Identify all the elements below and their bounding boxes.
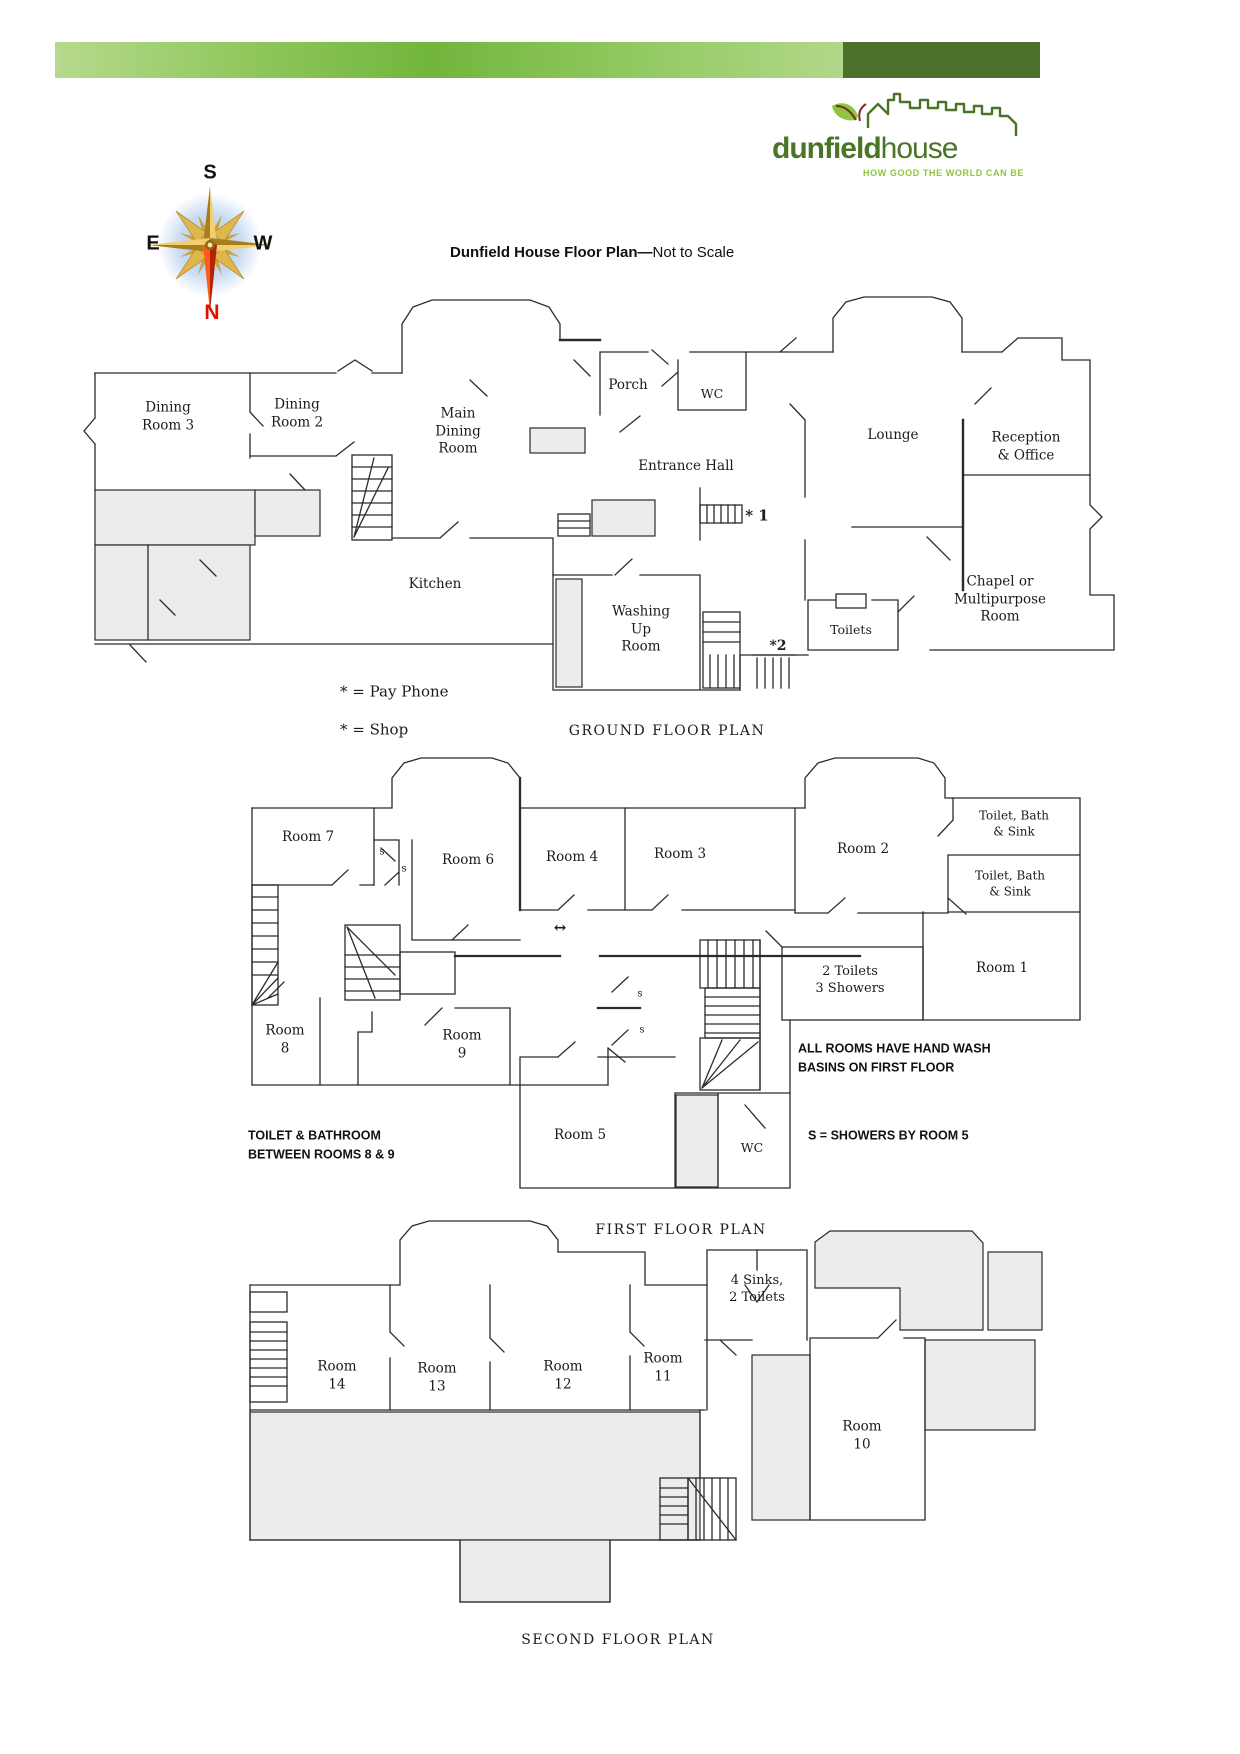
- compass-label-west: W: [253, 232, 273, 255]
- label-ground-floor-plan-title: GROUND FLOOR PLAN: [568, 722, 766, 739]
- brand-name-light: house: [880, 132, 959, 165]
- brand-name-bold: dunfield: [772, 132, 882, 165]
- second-floor-plan-drawing: [249, 1220, 1043, 1603]
- brand-name: dunfieldhouse: [772, 134, 1024, 164]
- compass-rose-icon: [148, 186, 272, 312]
- header-bar-dark-block: [843, 42, 1040, 78]
- page-title: Dunfield House Floor Plan—Not to Scale: [450, 244, 734, 261]
- compass-label-south: S: [203, 161, 217, 184]
- page-title-regular: Not to Scale: [652, 244, 735, 261]
- roofline-leaf-icon: [832, 92, 1018, 136]
- label-second-floor-plan-title: SECOND FLOOR PLAN: [521, 1631, 715, 1648]
- first-floor-plan-drawing: [251, 757, 1081, 1189]
- header-bar: [55, 42, 1040, 78]
- brand-tagline: HOW GOOD THE WORLD CAN BE: [863, 168, 1024, 178]
- compass-rose: S E W N: [130, 155, 300, 335]
- page-title-bold: Dunfield House Floor Plan—: [450, 244, 653, 261]
- ground-floor-plan-drawing: [83, 296, 1115, 691]
- compass-label-east: E: [146, 232, 160, 255]
- label-legend-shop: * = Shop: [340, 720, 409, 739]
- compass-label-north: N: [204, 301, 220, 324]
- logo: dunfieldhouse HOW GOOD THE WORLD CAN BE: [772, 86, 1024, 178]
